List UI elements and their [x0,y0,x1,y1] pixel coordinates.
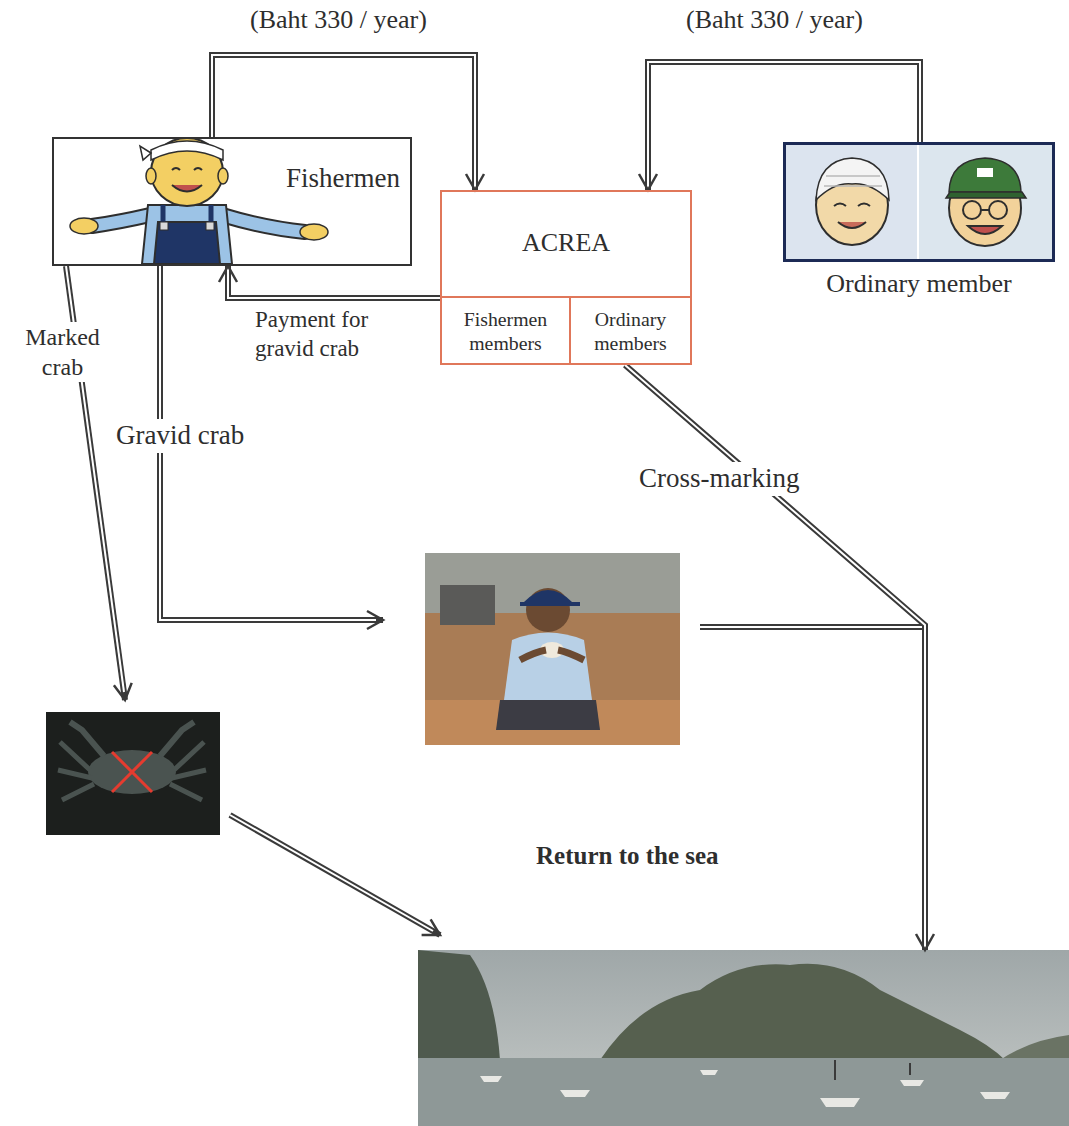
arrow-label: Gravid crab [113,419,247,453]
node-text: Return to the sea [536,842,719,871]
double-arrow [639,62,920,190]
edge-label: Payment for gravid crab [252,306,408,364]
edge-label: Cross-marking [636,462,802,496]
member-cell: Fishermen members [442,296,571,365]
edge-label: (Baht 330 / year) [683,4,866,37]
fisherman-cartoon [70,138,328,264]
sea-photo [418,950,1069,1126]
photo-to-sea-line [700,627,925,628]
member-faces [786,145,1052,259]
crab-photo [46,712,220,835]
crab-to-sea-arrow [230,815,440,935]
ordinary-member-box: Ordinary member [783,142,1055,262]
arrow-label: Marked crab [12,322,113,382]
node-text: Fishermen members [442,308,569,356]
fisherman-photo [425,553,680,745]
member-cell: Ordinary members [571,296,690,365]
node-text: ACREA [442,228,690,258]
sea-photo-frame: Return to the sea [418,950,1069,1126]
node-text: Ordinary members [571,308,690,356]
node-text: Ordinary member [786,269,1052,299]
node-text: Fishermen [286,163,400,194]
edge-label: (Baht 330 / year) [247,4,430,37]
double-arrow [219,266,440,298]
fishermen-box: Fishermen [52,137,412,266]
acrea-box: ACREA Fishermen membersOrdinary members [440,190,692,365]
